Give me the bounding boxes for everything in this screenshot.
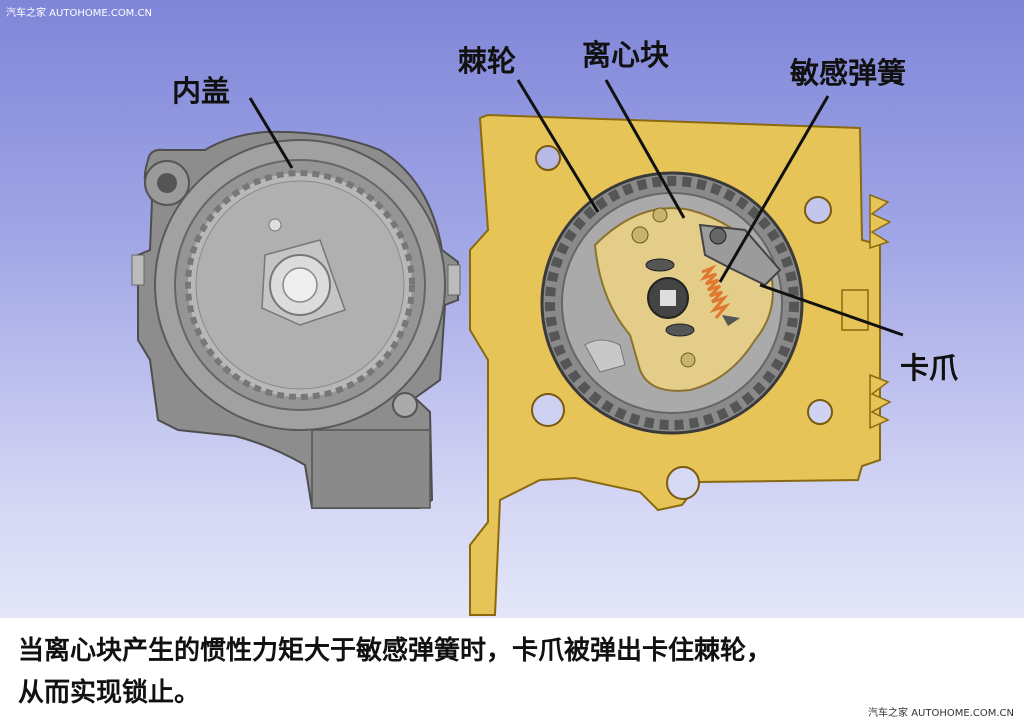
caption-line-2: 从而实现锁止。 (18, 678, 201, 708)
pawl-assembly (698, 223, 782, 326)
label-ratchet: 棘轮 (458, 44, 517, 78)
diagram-stage: 汽车之家 AUTOHOME.COM.CN 内盖 棘轮 离心块 敏感弹簧 卡爪 (0, 0, 1024, 618)
label-pawl: 卡爪 (900, 351, 959, 385)
watermark-top: 汽车之家 AUTOHOME.COM.CN (6, 8, 152, 19)
watermark-bottom: 汽车之家 AUTOHOME.COM.CN (868, 708, 1014, 719)
caption-panel: 当离心块产生的惯性力矩大于敏感弹簧时，卡爪被弹出卡住棘轮， 从而实现锁止。 (0, 618, 1024, 720)
caption-line-1: 当离心块产生的惯性力矩大于敏感弹簧时，卡爪被弹出卡住棘轮， (18, 636, 773, 666)
label-sensitive-spring: 敏感弹簧 (790, 56, 907, 90)
label-centrifugal-block: 离心块 (582, 38, 670, 72)
inner-cover-housing (131, 130, 461, 509)
leader-lines (248, 79, 904, 337)
label-inner-cover: 内盖 (172, 74, 231, 108)
mechanism-illustration (131, 79, 904, 616)
